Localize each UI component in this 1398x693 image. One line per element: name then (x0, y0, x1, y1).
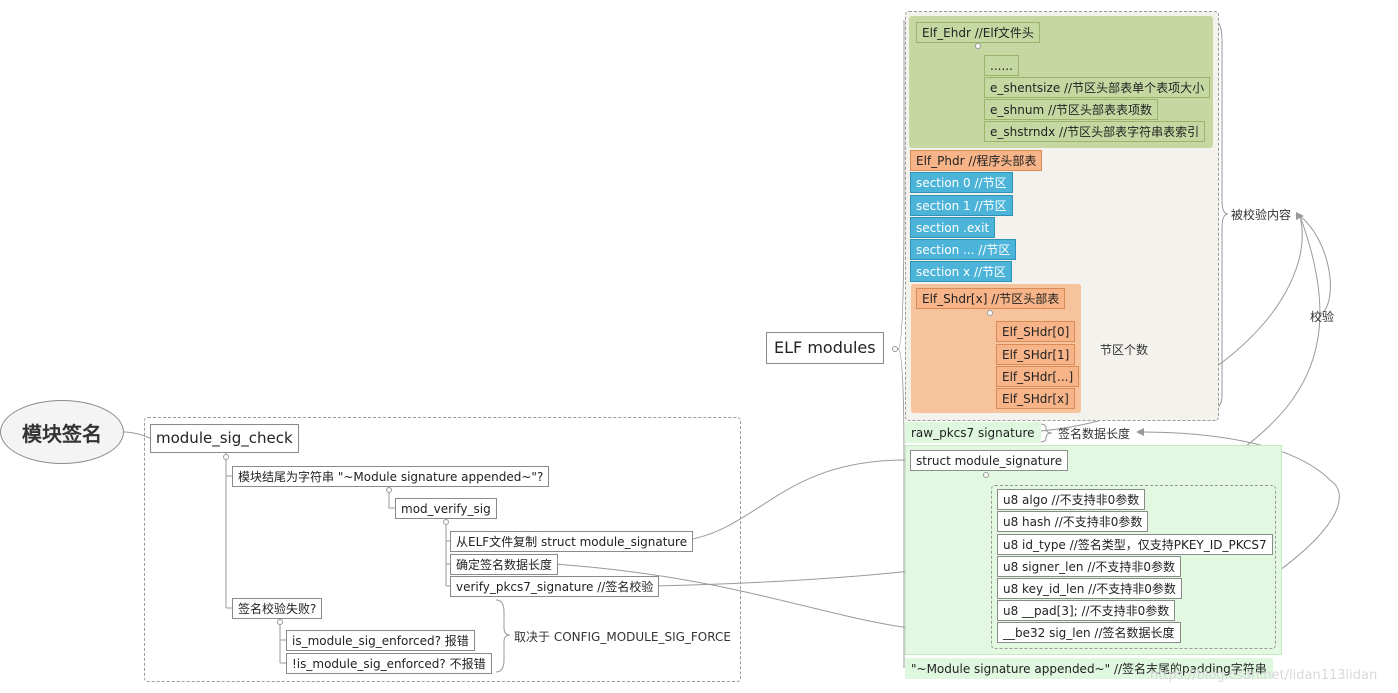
expand-marker[interactable] (975, 43, 981, 49)
module-signature-node[interactable]: struct module_signature (910, 450, 1069, 471)
phdr-node[interactable]: Elf_Phdr //程序头部表 (910, 150, 1043, 171)
elf-modules-node[interactable]: ELF modules (766, 332, 884, 364)
shdr-item-1[interactable]: Elf_SHdr[1] (996, 344, 1076, 365)
root-node-module-signing[interactable]: 模块签名 (0, 400, 124, 464)
shdr-item-x[interactable]: Elf_SHdr[x] (996, 388, 1075, 409)
expand-marker[interactable] (223, 454, 229, 460)
magic-string-node[interactable]: "~Module signature appended~" //签名末尾的pad… (905, 658, 1273, 679)
arrow-checked-content (1296, 212, 1304, 220)
mod-verify-sig-node[interactable]: mod_verify_sig (395, 498, 497, 519)
section-1-node[interactable]: section 1 //节区 (910, 195, 1013, 216)
expand-marker[interactable] (892, 346, 898, 352)
fail-note: 取决于 CONFIG_MODULE_SIG_FORCE (514, 630, 731, 644)
ehdr-item-shnum[interactable]: e_shnum //节区头部表表项数 (984, 99, 1159, 120)
ehdr-item-ellipsis[interactable]: ...... (984, 55, 1019, 76)
field-signer-len[interactable]: u8 signer_len //不支持非0参数 (997, 556, 1182, 577)
field-pad[interactable]: u8 __pad[3]; //不支持非0参数 (997, 600, 1176, 621)
section-x-node[interactable]: section x //节区 (910, 261, 1013, 282)
link-verify-label (1299, 215, 1331, 317)
section-ellipsis-node[interactable]: section ... //节区 (910, 239, 1017, 260)
raw-pkcs7-node[interactable]: raw_pkcs7 signature (905, 422, 1041, 443)
label-checked-content: 被校验内容 (1231, 208, 1292, 222)
field-hash[interactable]: u8 hash //不支持非0参数 (997, 511, 1149, 532)
label-sig-data-length: 签名数据长度 (1058, 427, 1131, 441)
section-exit-node[interactable]: section .exit (910, 217, 996, 238)
field-id-type[interactable]: u8 id_type //签名类型，仅支持PKEY_ID_PKCS7 (997, 534, 1273, 555)
field-sig-len[interactable]: __be32 sig_len //签名数据长度 (997, 622, 1181, 643)
label-verify: 校验 (1310, 310, 1335, 324)
step-copy-struct[interactable]: 从ELF文件复制 struct module_signature (450, 531, 694, 552)
fail-item-enforced[interactable]: is_module_sig_enforced? 报错 (286, 630, 475, 651)
expand-marker[interactable] (983, 472, 989, 478)
field-key-id-len[interactable]: u8 key_id_len //不支持非0参数 (997, 578, 1182, 599)
ehdr-node[interactable]: Elf_Ehdr //Elf文件头 (916, 22, 1040, 43)
branch-append-check[interactable]: 模块结尾为字符串 "~Module signature appended~"? (232, 466, 550, 487)
ehdr-item-shentsize[interactable]: e_shentsize //节区头部表单个表项大小 (984, 77, 1211, 98)
shdr-node[interactable]: Elf_Shdr[x] //节区头部表 (916, 288, 1066, 309)
step-determine-length[interactable]: 确定签名数据长度 (450, 554, 559, 575)
field-algo[interactable]: u8 algo //不支持非0参数 (997, 489, 1146, 510)
brace-sig-len (1039, 423, 1053, 443)
ehdr-item-shstrndx[interactable]: e_shstrndx //节区头部表字符串表索引 (984, 121, 1206, 142)
module-signature-fields-group (991, 485, 1276, 649)
expand-marker[interactable] (277, 619, 283, 625)
watermark: https://blog.csdn.net/lidan113lidan (1150, 668, 1378, 683)
sigcheck-group (144, 417, 741, 682)
section-0-node[interactable]: section 0 //节区 (910, 172, 1013, 193)
label-section-count: 节区个数 (1100, 343, 1149, 357)
module-sig-check-node[interactable]: module_sig_check (150, 424, 299, 453)
shdr-item-ellipsis[interactable]: Elf_SHdr[...] (996, 366, 1080, 387)
fail-item-not-enforced[interactable]: !is_module_sig_enforced? 不报错 (286, 653, 492, 674)
step-verify-pkcs7[interactable]: verify_pkcs7_signature //签名校验 (450, 576, 660, 597)
shdr-item-0[interactable]: Elf_SHdr[0] (996, 321, 1076, 342)
arrow-sig-data-len (1136, 428, 1144, 436)
expand-marker[interactable] (386, 487, 392, 493)
expand-marker[interactable] (443, 519, 449, 525)
expand-marker[interactable] (987, 310, 993, 316)
branch-sig-fail[interactable]: 签名校验失败? (232, 598, 323, 619)
